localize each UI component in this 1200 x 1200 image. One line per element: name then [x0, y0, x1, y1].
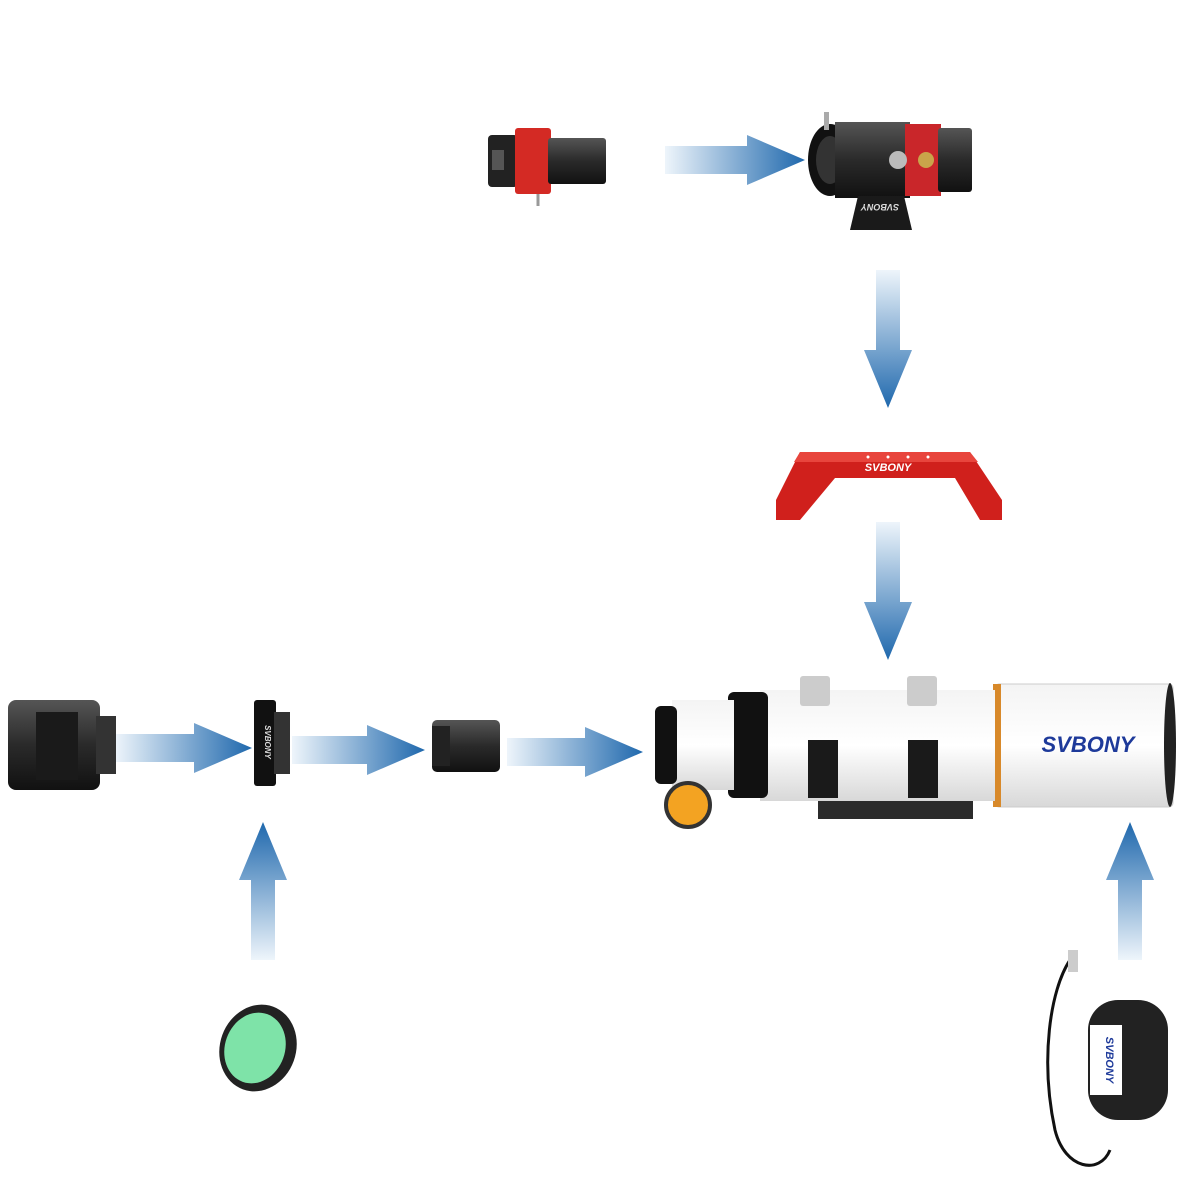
cooled-camera — [8, 700, 116, 790]
arrows — [115, 135, 1154, 960]
color-filter — [219, 1004, 297, 1092]
guide-camera — [488, 128, 606, 206]
rail-logo: SVBONY — [865, 462, 913, 474]
heater-logo: SVBONY — [1103, 1037, 1115, 1085]
drawer-logo: SVBONY — [263, 725, 272, 759]
refractor-telescope: SVBONY — [655, 676, 1176, 829]
arrow-right-icon — [665, 135, 805, 185]
arrow-up-icon — [239, 822, 287, 960]
arrow-right-icon — [115, 723, 252, 773]
guide-scope-logo: SVBONY — [860, 202, 899, 212]
arrow-down-icon — [864, 270, 912, 408]
arrow-up-icon — [1106, 822, 1154, 960]
guide-scope-rail: SVBONY — [776, 452, 1002, 520]
arrow-right-icon — [292, 725, 425, 775]
field-flattener — [432, 720, 500, 772]
guide-scope: SVBONY — [808, 112, 972, 230]
arrow-down-icon — [864, 522, 912, 660]
arrow-right-icon — [507, 727, 643, 777]
dew-heater-strip: SVBONY — [1046, 950, 1168, 1167]
telescope-logo: SVBONY — [1042, 732, 1137, 757]
filter-drawer: SVBONY — [254, 700, 290, 786]
